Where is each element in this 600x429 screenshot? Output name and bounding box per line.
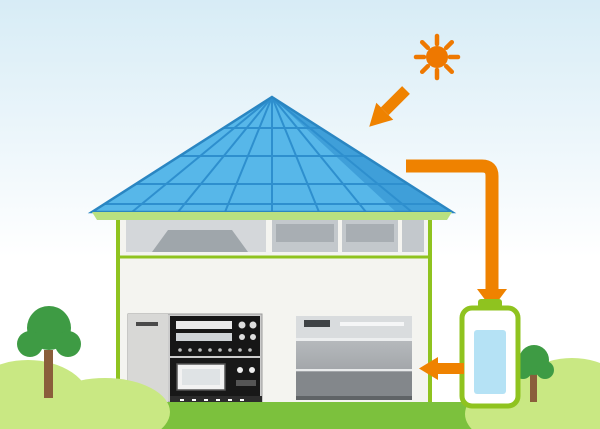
tree-left: [17, 306, 81, 398]
dishwasher-seam-bottom: [296, 369, 412, 371]
window-right-pane: [346, 224, 394, 242]
dishwasher-shadow: [296, 396, 412, 400]
display-strip-1: [176, 321, 232, 329]
tree-left-canopy: [17, 306, 81, 357]
storage-battery: [459, 299, 521, 409]
range-hood: [152, 230, 248, 252]
battery-charge-window: [474, 330, 506, 394]
tree-right-trunk: [530, 372, 537, 402]
dishwasher: [296, 316, 412, 400]
dishwasher-seam-top: [296, 338, 412, 341]
window-edge: [402, 220, 424, 252]
house: [87, 95, 457, 406]
dishwasher-handle: [304, 320, 330, 327]
solar-roof: [87, 95, 457, 220]
arrow-sun-to-roof-icon: [369, 86, 410, 127]
sun-core: [426, 46, 448, 68]
microwave-buttons: [236, 367, 256, 386]
bush-left-front: [40, 378, 170, 429]
window-mid-pane: [276, 224, 334, 242]
sun-icon: [413, 33, 461, 81]
tree-left-trunk: [44, 350, 53, 398]
sun-rays: [413, 33, 461, 81]
dishwasher-slot: [340, 322, 404, 326]
kitchen-appliance-left: [127, 313, 263, 404]
arrow-roof-to-battery-shaft: [406, 159, 499, 291]
button-row: [178, 348, 252, 352]
display-strip-2: [176, 333, 232, 341]
arrow-battery-to-appliance-icon: [419, 357, 464, 380]
microwave-glass: [182, 369, 220, 385]
cabinet-handle: [136, 322, 158, 326]
base-ticks: [180, 399, 244, 401]
dishwasher-lower-band: [296, 372, 412, 400]
control-knobs: [238, 321, 257, 340]
roof-eave: [92, 212, 452, 220]
second-floor-windows: [126, 220, 424, 252]
